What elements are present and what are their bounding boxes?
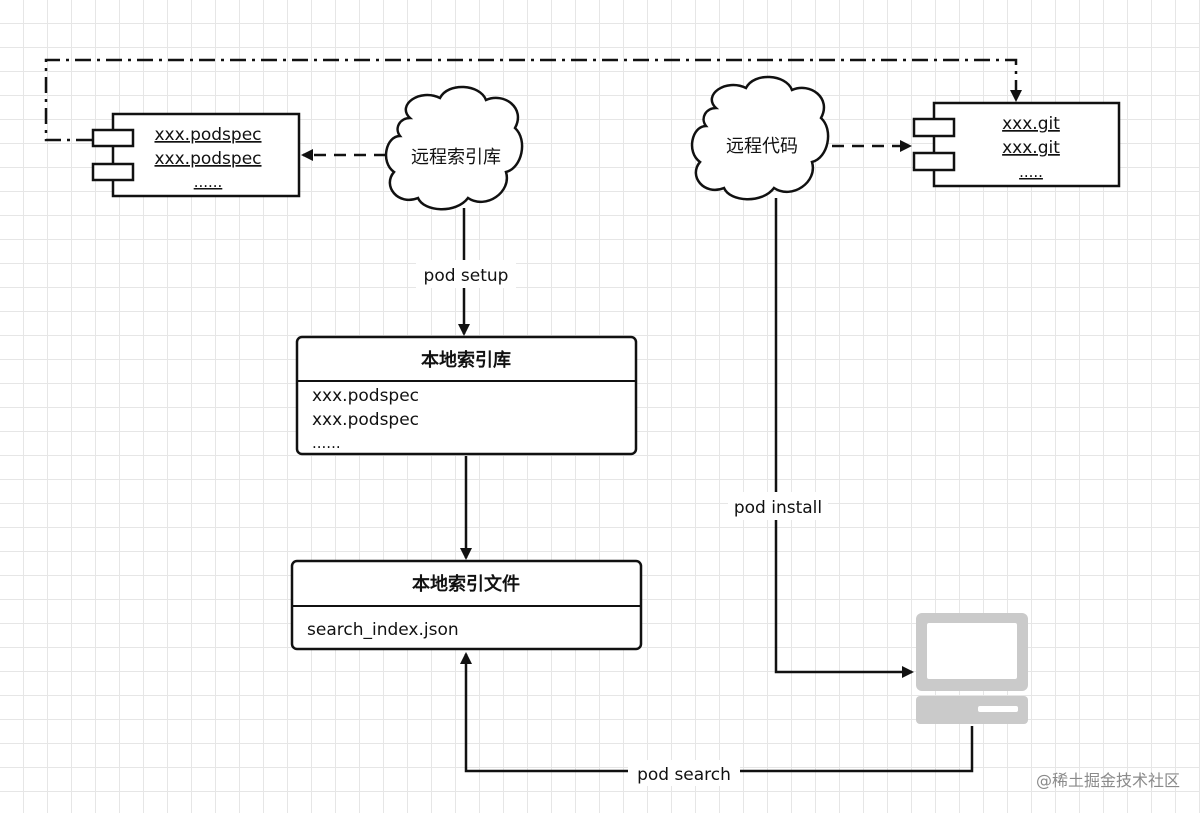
- local-index-file-box: 本地索引文件 search_index.json: [290, 559, 643, 651]
- pod-install-connector: [774, 198, 914, 678]
- local-index-repo-line-2: xxx.podspec: [312, 410, 419, 430]
- pod-install-label: pod install: [734, 498, 822, 518]
- cloud-icon: [384, 85, 524, 211]
- local-index-file-title: 本地索引文件: [412, 573, 520, 595]
- remote-index-cloud: 远程索引库: [384, 85, 524, 211]
- component-icon: [912, 117, 956, 172]
- remote-code-cloud: 远程代码: [690, 75, 830, 201]
- remote-spec-line-2: xxx.podspec: [154, 149, 261, 169]
- pod-setup-label-bg: [416, 260, 516, 288]
- remote-git-line-3: .....: [1019, 163, 1043, 181]
- remote-index-label: 远程索引库: [411, 147, 501, 168]
- remote-spec-line-1: xxx.podspec: [154, 125, 261, 145]
- remote-git-line-1: xxx.git: [1002, 114, 1060, 134]
- pod-search-label-bg: [628, 760, 740, 786]
- remote-sync-loop-connector: [44, 58, 1022, 142]
- remote-spec-line-3: ......: [194, 173, 223, 191]
- watermark: @稀土掘金技术社区: [1036, 771, 1180, 790]
- local-index-repo-box: 本地索引库 xxx.podspec xxx.podspec ......: [295, 335, 638, 456]
- computer-icon: [916, 613, 1028, 724]
- local-index-repo-title: 本地索引库: [421, 349, 511, 371]
- local-index-repo-line-1: xxx.podspec: [312, 386, 419, 406]
- remote-git-component: xxx.git xxx.git .....: [912, 101, 1121, 188]
- pod-search-label: pod search: [637, 765, 731, 785]
- local-index-file-line-1: search_index.json: [307, 620, 459, 640]
- pod-install-label-bg: [728, 492, 828, 520]
- pod-setup-label: pod setup: [424, 266, 509, 286]
- remote-git-line-2: xxx.git: [1002, 138, 1060, 158]
- remote-code-label: 远程代码: [726, 136, 798, 157]
- cloud-icon: [690, 75, 830, 201]
- local-index-repo-line-3: ......: [312, 434, 341, 452]
- component-icon: [91, 128, 135, 182]
- remote-spec-component: xxx.podspec xxx.podspec ......: [91, 112, 301, 198]
